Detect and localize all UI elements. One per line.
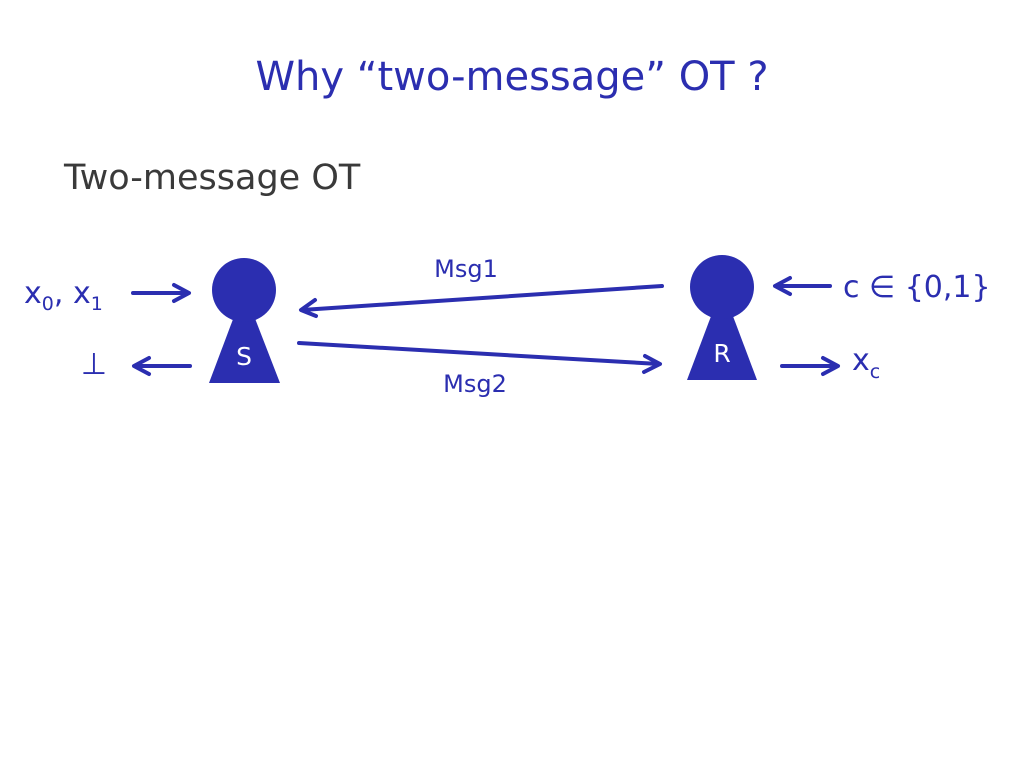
sender-party: S bbox=[209, 258, 280, 383]
receiver-output-x: x bbox=[852, 343, 870, 378]
sender-input-label: x0, x1 bbox=[24, 276, 103, 315]
msg2-label: Msg2 bbox=[443, 370, 507, 398]
msg1-label: Msg1 bbox=[434, 255, 498, 283]
receiver-party: R bbox=[687, 255, 757, 380]
receiver-input-label: c ∈ {0,1} bbox=[843, 270, 991, 305]
sender-input-separator: , bbox=[54, 276, 73, 311]
receiver-output-arrow bbox=[780, 356, 840, 376]
receiver-output-label: xc bbox=[852, 343, 880, 383]
sender-input-arrow bbox=[131, 283, 191, 303]
subheading: Two-message OT bbox=[64, 158, 361, 198]
receiver-output-subscript: c bbox=[870, 361, 880, 383]
sender-output-arrow bbox=[132, 356, 192, 376]
sender-input-x0-subscript: 0 bbox=[42, 293, 54, 315]
sender-label: S bbox=[236, 342, 252, 371]
sender-input-x1: x bbox=[73, 276, 91, 311]
msg1-arrow bbox=[299, 284, 664, 318]
sender-input-x0: x bbox=[24, 276, 42, 311]
sender-input-x1-subscript: 1 bbox=[91, 293, 103, 315]
receiver-label: R bbox=[713, 339, 730, 368]
receiver-input-arrow bbox=[773, 276, 832, 296]
msg2-arrow bbox=[297, 341, 662, 374]
slide-title: Why “two-message” OT ? bbox=[255, 54, 769, 100]
sender-output-label: ⊥ bbox=[81, 347, 107, 382]
